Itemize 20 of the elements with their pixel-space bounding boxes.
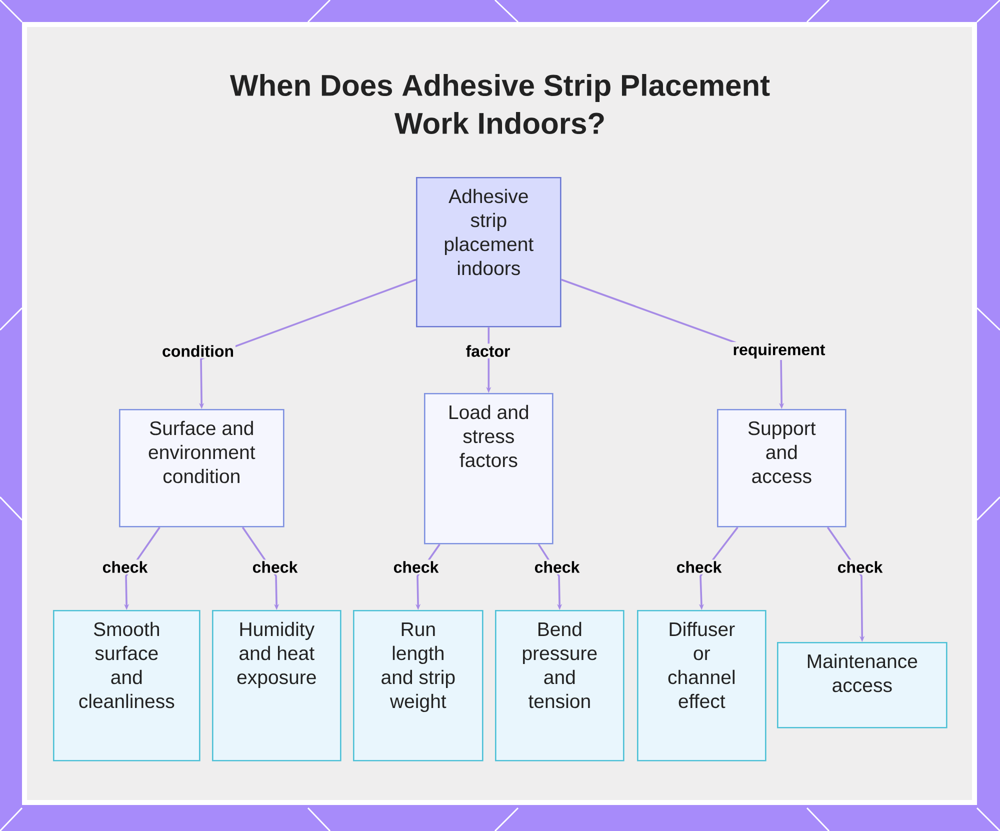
leaf-box: Diffuser or channel effect	[637, 610, 766, 762]
leaf-box: Smooth surface and cleanliness	[53, 610, 200, 762]
edge-label: check	[674, 560, 724, 574]
edge-label: factor	[464, 344, 512, 358]
edge-label: check	[836, 560, 884, 574]
branch-box: Load and stress factors	[424, 393, 554, 544]
edge-label: check	[250, 560, 300, 574]
branch-box: Surface and environment condition	[119, 409, 284, 528]
edge-label: check	[392, 560, 440, 574]
branch-box: Support and access	[717, 409, 846, 528]
edge-label: check	[100, 560, 150, 574]
edge-label: condition	[160, 344, 236, 358]
leaf-box: Run length and strip weight	[353, 610, 484, 762]
root-box: Adhesive strip placement indoors	[416, 177, 562, 328]
edge-label: requirement	[731, 342, 827, 360]
leaf-box: Bend pressure and tension	[495, 610, 624, 762]
leaf-box: Maintenance access	[777, 642, 948, 728]
title: When Does Adhesive Strip Placement Work Indoors?	[230, 74, 770, 134]
leaf-box: Humidity and heat exposure	[212, 610, 342, 762]
edge-label: check	[532, 560, 582, 574]
